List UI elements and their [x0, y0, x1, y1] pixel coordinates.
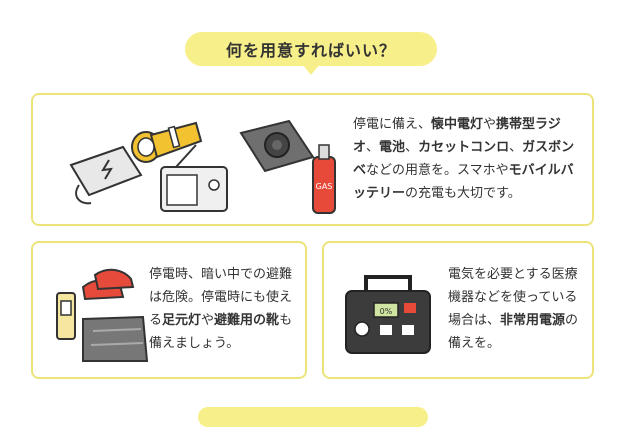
blackout-text: 停電に備え、懐中電灯や携帯型ラジオ、電池、カセットコンロ、ガスボンベなどの用意を… — [353, 117, 575, 201]
gas-stove-icon — [239, 119, 315, 173]
power-bank-icon — [69, 145, 143, 205]
medical-power-text: 電気を必要とする医療機器などを使っている場合は、非常用電源の備えを。 — [448, 267, 579, 351]
section-title-text: 何を用意すればいい？ — [225, 41, 396, 60]
section-title: 何を用意すればいい？ — [185, 32, 437, 66]
staircase-icon — [82, 315, 149, 362]
next-section-title — [198, 407, 428, 427]
speech-tail — [302, 64, 320, 75]
card-blackout-prep: GAS 停電に備え、懐中電灯や携帯型ラジオ、電池、カセットコンロ、ガスボンベなど… — [31, 93, 594, 226]
dark-evacuation-text: 停電時、暗い中での避難は危険。停電時にも使える足元灯や避難用の靴も備えましょう。 — [149, 267, 293, 351]
shoes-icon — [81, 268, 135, 301]
battery-display: 0% — [380, 307, 393, 316]
foot-light-icon — [56, 292, 76, 340]
footlight-shoes-illustration — [56, 268, 149, 362]
card-dark-evacuation: 停電時、暗い中での避難は危険。停電時にも使える足元灯や避難用の靴も備えましょう。 — [31, 241, 307, 379]
portable-power-station-icon: 0% — [345, 275, 431, 354]
emergency-power-illustration: 0% — [345, 275, 431, 354]
gas-label: GAS — [316, 182, 333, 191]
blackout-supplies-illustration: GAS — [69, 119, 336, 214]
gas-canister-icon: GAS — [312, 144, 336, 214]
card-medical-power: 0% 電気を必要とする医療機器などを使っている場合は、非常用電源の備えを。 — [322, 241, 594, 379]
radio-icon — [160, 144, 228, 212]
flashlight-icon — [131, 121, 203, 163]
